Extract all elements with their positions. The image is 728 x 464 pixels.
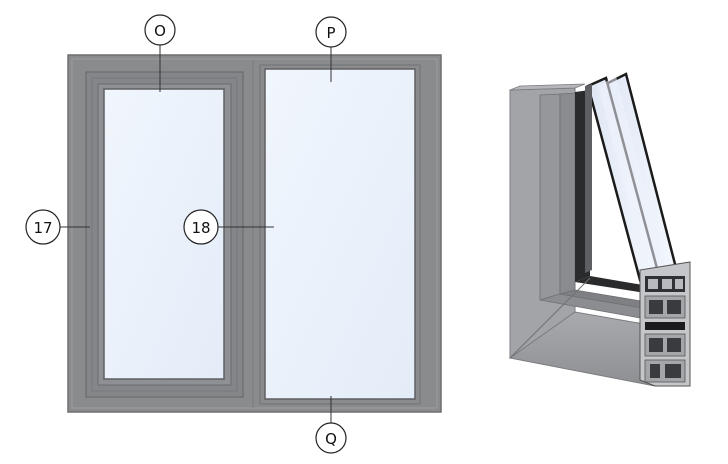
callout-p-label: P: [326, 24, 335, 42]
callout-o-label: O: [154, 22, 166, 40]
profile-cross-section: [639, 261, 691, 387]
profile-section-3d: [508, 72, 691, 387]
callout-q: Q: [315, 422, 347, 454]
callout-18-label: 18: [191, 219, 210, 237]
right-glass: [264, 68, 416, 400]
callout-o: O: [144, 14, 176, 46]
window-elevation: O P Q 17 18: [25, 14, 442, 454]
callout-p: P: [315, 16, 347, 48]
callout-q-label: Q: [325, 430, 337, 448]
callout-18: 18: [183, 209, 219, 245]
callout-17-label: 17: [33, 219, 52, 237]
callout-17: 17: [25, 209, 61, 245]
